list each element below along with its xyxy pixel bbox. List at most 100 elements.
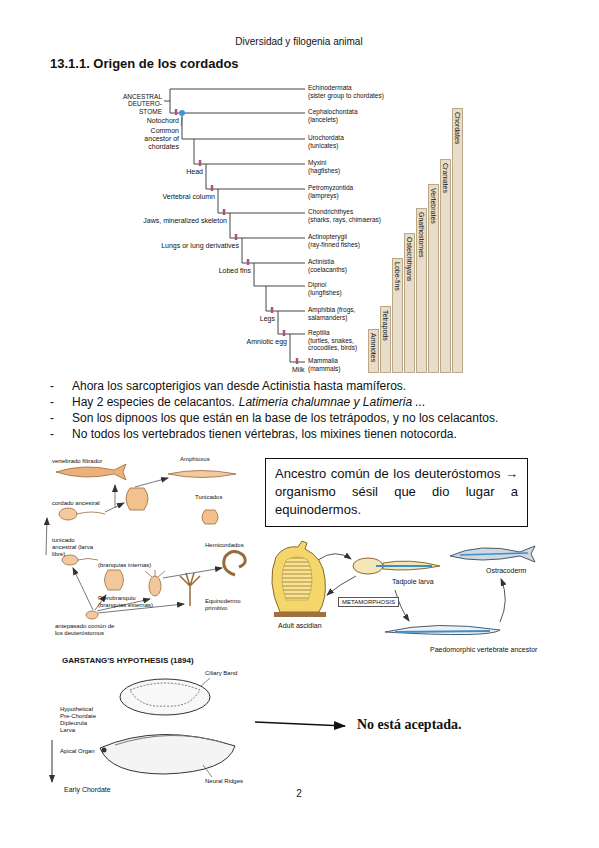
figure-part [145,570,165,577]
text-label: Amphibia (frogs, [308,306,355,313]
clade-bar: Chordates [452,108,463,373]
text-label: Tadpole larva [392,578,434,586]
clade-name: Gnathostomes [417,209,426,258]
text-label: (lungfishes) [308,289,342,296]
figure-part [105,570,124,590]
clade-name: Vertebrates [429,185,438,224]
text-label: Neural Ridges [205,778,243,785]
text-label: Ostracoderm [486,567,526,575]
trait-tick [223,209,226,215]
tree-branch [290,334,291,362]
text-label: Vertebral column [162,193,215,201]
text-label: Milk [292,366,304,374]
tree-branch [164,101,170,102]
text-label: Urochordata [308,134,344,141]
text-label: Latimeria chalumnae y Latimeria ... [239,396,426,410]
text-label: (turtles, snakes, crocodiles, birds) [308,337,364,352]
clade-bar: Amniotes [368,329,379,373]
text-label: Equinodermo primitivo [205,598,250,612]
text-label: Pterobranquio (branquias externas) [98,595,154,609]
figure-part [255,722,345,726]
text-label: Amniotic egg [247,338,287,346]
text-label: No está aceptada. [357,717,462,733]
text-label: - [50,396,54,410]
figure-part [500,579,505,622]
tree-branch [182,113,183,139]
tree-branch [254,263,255,286]
clade-bar: Craniates [440,159,451,373]
figure-part [102,748,107,753]
figure-part [224,551,246,575]
tree-branch [218,189,219,213]
trait-tick [199,160,202,166]
tree-branch [230,238,305,239]
garstang-figure [52,678,345,782]
tree-branch [242,238,243,263]
trait-tick [211,185,214,191]
tree-branch [242,263,305,264]
text-label: Tunicados [195,494,222,501]
trait-tick [175,109,178,115]
text-label: - [50,428,54,442]
text-label: Hypothetical Pre-Chordate Dipleurula Lar… [60,706,102,734]
text-label: Actinopterygii [308,233,347,240]
figure-part [126,488,148,510]
text-label: (sharks, rays, chimaeras) [308,216,381,223]
tree-branch [206,189,305,190]
text-label: Mammalia [308,357,338,364]
figure-part [149,576,161,596]
clade-bar: Vertebrates [428,184,439,373]
text-label: cordado ancestral [52,500,100,507]
tunicate-larva-illustration [272,541,535,635]
tree-branch [230,213,231,238]
trait-tick [247,259,250,265]
text-label: Actinistia [308,258,334,265]
figure-part [180,573,200,606]
trait-tick [296,358,299,364]
cladogram [164,89,305,364]
clade-name: Chordates [453,109,462,144]
figure-part [77,512,105,514]
text-label: - [50,380,54,394]
trait-tick [235,234,238,240]
clade-name: Amniotes [369,330,378,362]
text-label: (branquias internas) [98,562,151,569]
text-label: Petromyzontida [308,184,353,191]
text-label: Ciliary Band [205,670,237,677]
tree-branch [278,334,305,335]
text-label: Chondrichthyes [308,208,353,215]
figure-part [201,678,210,686]
text-label: Apical Organ [60,748,95,755]
trait-tick [271,307,274,313]
figure-part [59,508,77,520]
text-label: (coelacanths) [308,266,347,273]
figure-part [450,546,535,562]
text-label: Head [186,168,203,176]
tree-branch [170,89,305,90]
figure-part [274,612,326,617]
figure-part [120,679,210,715]
clade-name: Craniates [441,160,450,193]
text-label: Notochord [147,117,179,125]
text-label: ANCESTRAL DEUTERO- STOME [118,93,162,115]
clade-bar: Tetrapods [380,306,391,373]
trait-tick [283,330,286,336]
ancestor-dot [179,110,185,116]
tree-branch [206,164,207,189]
text-label: salamanders) [308,314,347,321]
figure-part [86,611,98,619]
text-label: tunicado ancestral (larva libre) [52,537,100,558]
figure-part [272,541,326,612]
text-label: (mammals) [308,365,341,372]
text-label: Diversidad y filogenia animal [235,36,362,48]
text-label: (tunicates) [308,142,338,149]
text-label: (sister group to chordates) [308,92,384,99]
text-label: Lungs or lung derivatives [161,242,239,250]
text-label: (lampreys) [308,192,339,199]
text-label: Adult ascidian [278,622,322,630]
box-text: METAMORPHOSIS [342,599,395,605]
text-label: (lancelets) [308,116,338,123]
text-label: (hagfishes) [308,167,340,174]
tree-branch [182,139,305,140]
text-label: Paedomorphic vertebrate ancestor [430,646,537,654]
